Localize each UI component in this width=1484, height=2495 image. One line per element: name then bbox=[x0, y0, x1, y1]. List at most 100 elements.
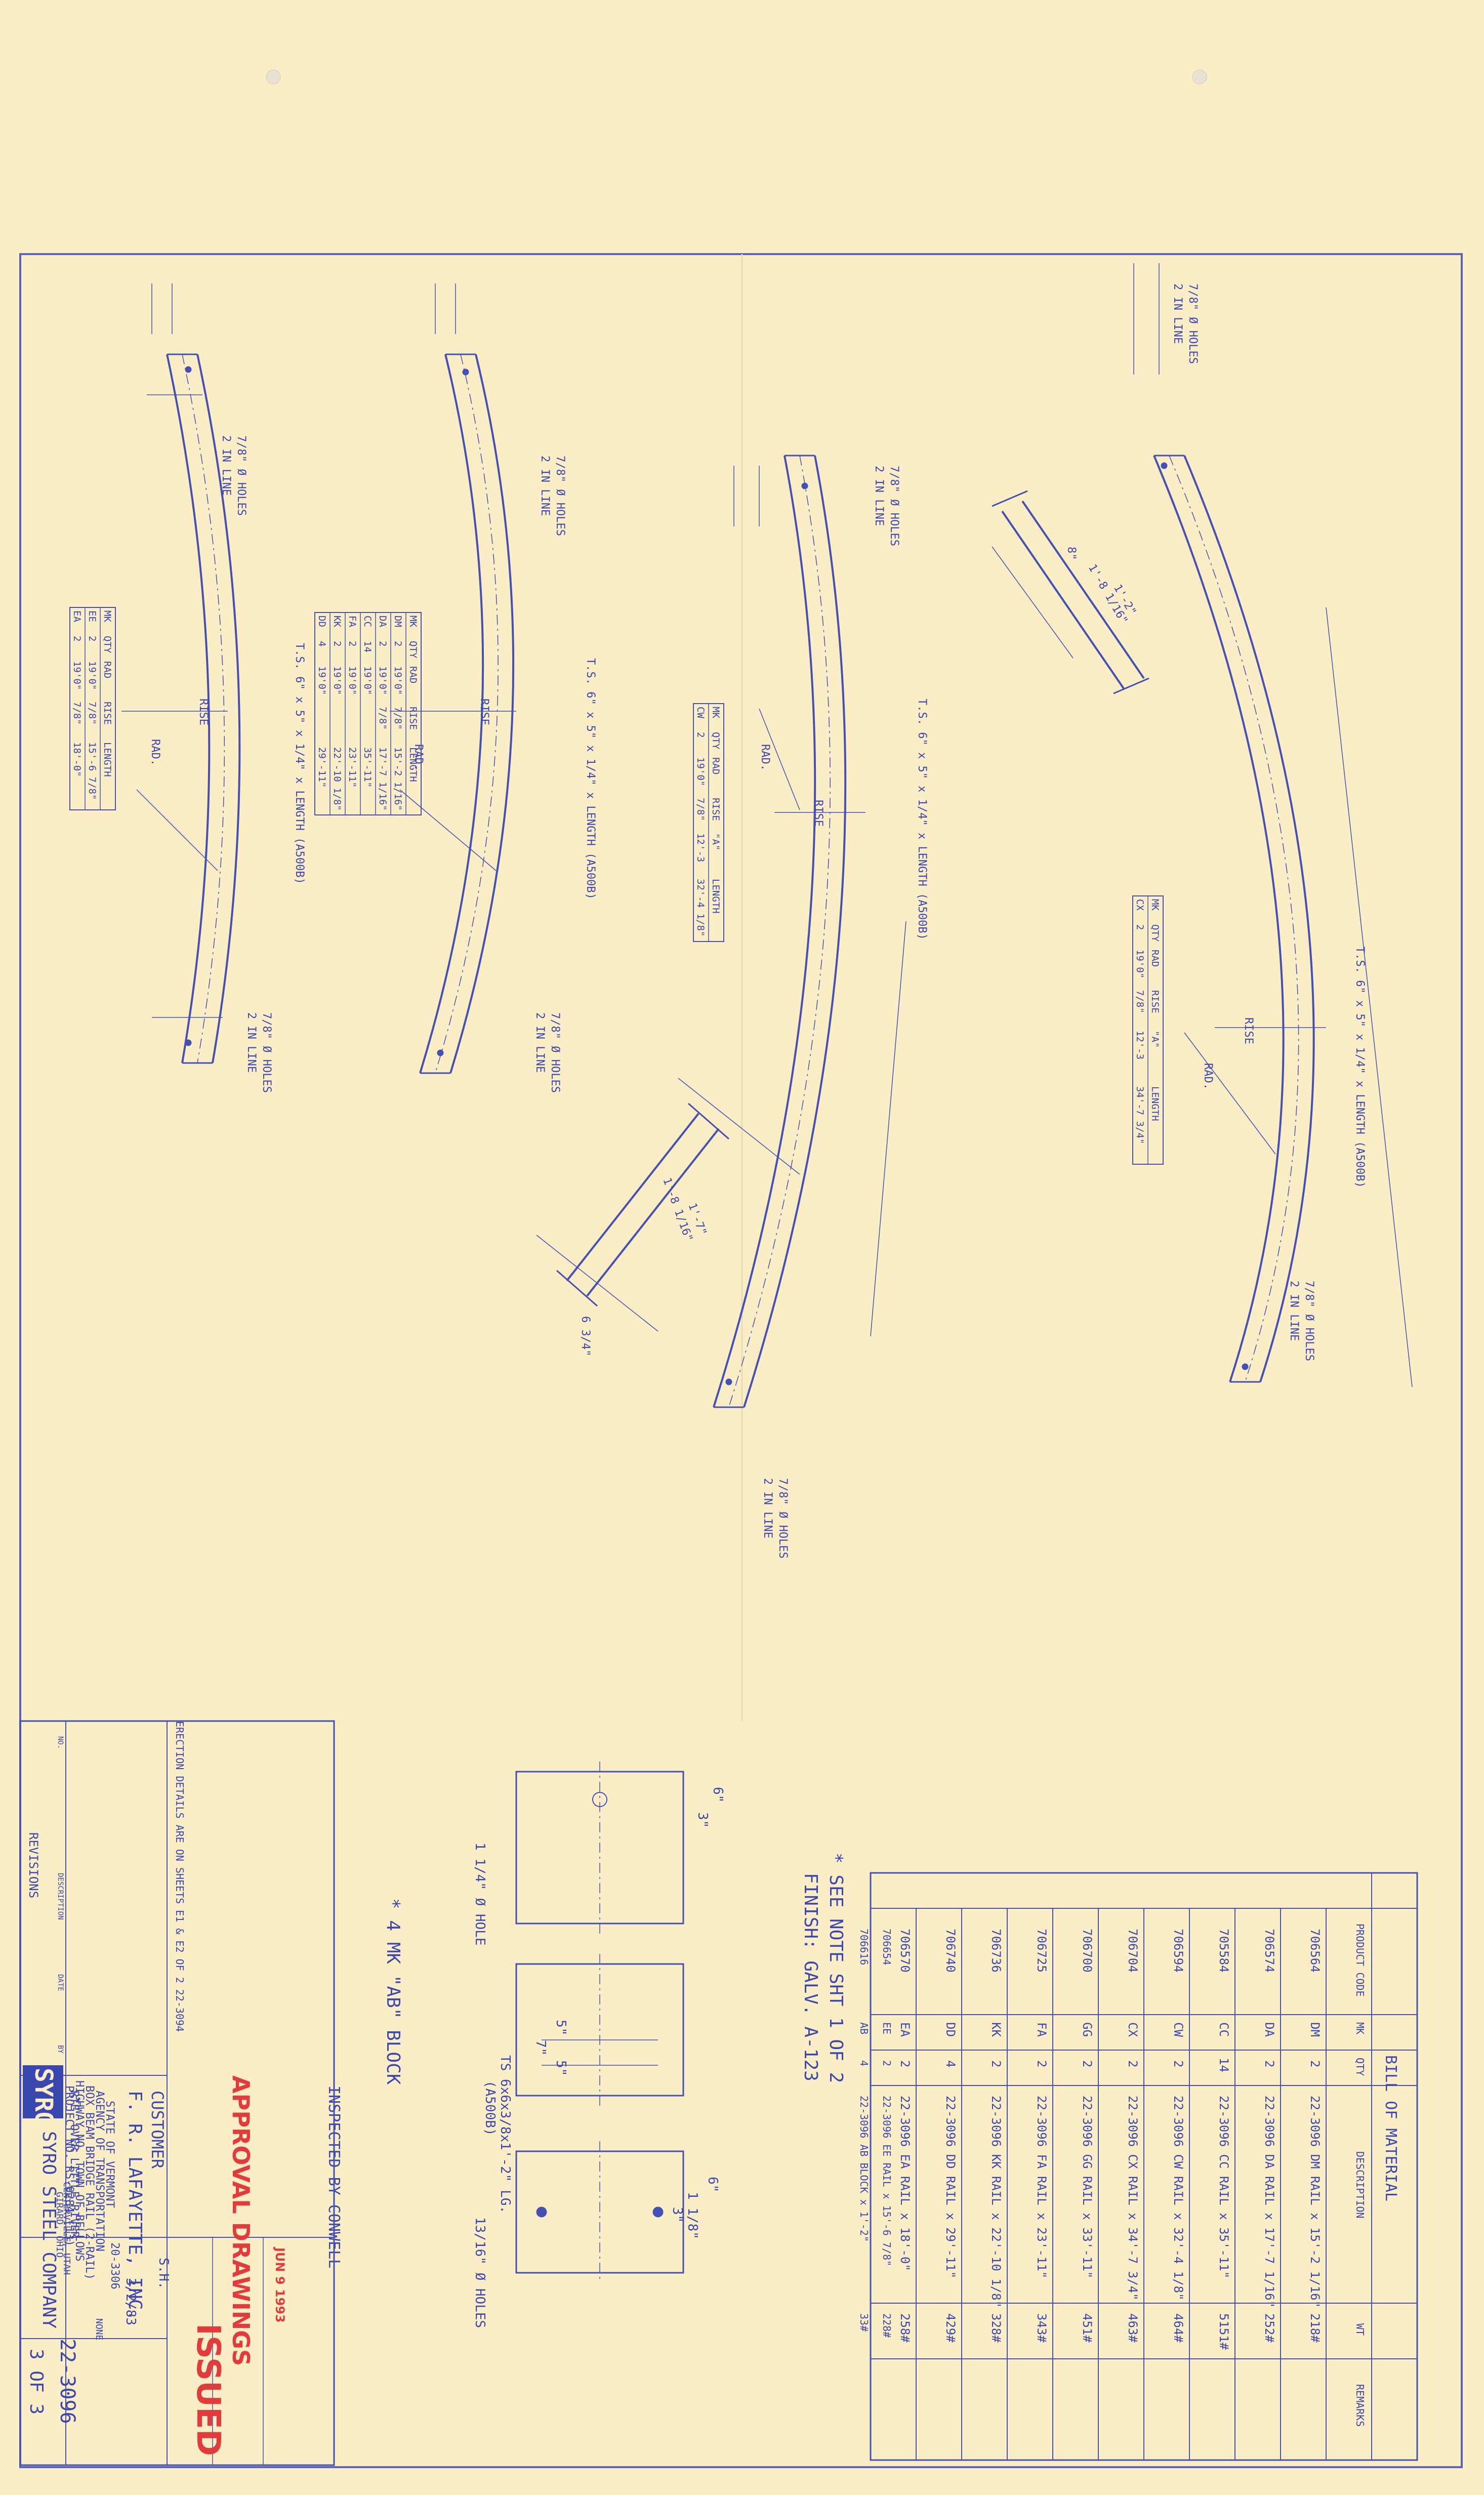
svg-text:"A": "A" bbox=[710, 833, 721, 850]
rad-label: RAD. bbox=[412, 744, 425, 771]
svg-text:PRODUCT CODE: PRODUCT CODE bbox=[1354, 1924, 1366, 1997]
svg-text:FA: FA bbox=[1035, 2022, 1049, 2037]
svg-text:218#: 218# bbox=[1308, 2313, 1322, 2343]
rise-label: RISE bbox=[197, 699, 210, 725]
svg-text:MK: MK bbox=[407, 616, 419, 627]
logo: SYRO bbox=[29, 2068, 58, 2126]
svg-text:RAD: RAD bbox=[102, 661, 113, 678]
punch-hole bbox=[266, 69, 281, 85]
svg-text:EA: EA bbox=[71, 610, 83, 622]
svg-text:19'0": 19'0" bbox=[71, 661, 83, 690]
svg-text:32'-4 1/8": 32'-4 1/8" bbox=[695, 879, 706, 936]
svg-text:EE: EE bbox=[881, 2022, 893, 2034]
rad-leader bbox=[136, 789, 218, 871]
svg-text:2: 2 bbox=[71, 636, 83, 641]
svg-text:AB: AB bbox=[858, 2022, 870, 2034]
svg-text:LENGTH: LENGTH bbox=[102, 742, 113, 777]
svg-text:33#: 33# bbox=[858, 2313, 870, 2332]
svg-text:MK: MK bbox=[710, 707, 721, 718]
svg-text:23'-11": 23'-11" bbox=[347, 747, 358, 788]
drawing-number: 22-3096 bbox=[56, 2339, 79, 2424]
svg-text:CX: CX bbox=[1134, 899, 1145, 911]
block-material: (A500B) bbox=[482, 2080, 498, 2136]
title-block bbox=[19, 1720, 335, 2466]
svg-text:LENGTH: LENGTH bbox=[407, 747, 419, 782]
rail-outline bbox=[166, 354, 211, 1064]
svg-text:2: 2 bbox=[377, 641, 388, 646]
rail-1-text: 7/8" Ø HOLES 2 IN LINE RISE RAD. 7/8" Ø … bbox=[149, 435, 306, 1093]
svg-text:2: 2 bbox=[1308, 2060, 1322, 2067]
svg-text:EE: EE bbox=[87, 610, 98, 622]
svg-text:22-3096 EA RAIL x 18'-0": 22-3096 EA RAIL x 18'-0" bbox=[898, 2096, 912, 2271]
svg-text:22-3096 DD RAIL x 29'-11": 22-3096 DD RAIL x 29'-11" bbox=[943, 2096, 958, 2278]
svg-text:7/8": 7/8" bbox=[87, 702, 98, 725]
approval-stamp: APPROVAL DRAWINGS bbox=[227, 2075, 255, 2366]
svg-text:22-3096 GG RAIL x 33'-11": 22-3096 GG RAIL x 33'-11" bbox=[1080, 2096, 1094, 2278]
svg-text:QTY: QTY bbox=[1149, 924, 1161, 942]
inline-label: 2 IN LINE bbox=[245, 1012, 258, 1073]
svg-text:19'0": 19'0" bbox=[347, 666, 358, 695]
table-row: 706700 bbox=[1080, 1929, 1094, 1973]
svg-text:19'0": 19'0" bbox=[316, 666, 327, 695]
rise-label: RISE bbox=[1242, 1017, 1255, 1044]
ts-label: T.S. 6" x 5" x 1/4" x LENGTH (A500B) bbox=[916, 699, 928, 940]
block-spec: TS 6x6x3/8x1'-2" LG. bbox=[498, 2055, 513, 2214]
svg-text:14: 14 bbox=[362, 641, 373, 652]
svg-text:19'0": 19'0" bbox=[695, 757, 706, 786]
svg-text:2: 2 bbox=[898, 2060, 912, 2067]
svg-text:22-3096 KK RAIL x 22'-10 1/8": 22-3096 KK RAIL x 22'-10 1/8" bbox=[989, 2096, 1003, 2308]
svg-text:2: 2 bbox=[1134, 924, 1145, 930]
stamps: APPROVAL DRAWINGS ISSUED JUN 9 1993 bbox=[189, 2075, 287, 2456]
svg-text:REMARKS: REMARKS bbox=[1354, 2384, 1366, 2427]
svg-text:252#: 252# bbox=[1262, 2313, 1276, 2343]
svg-text:463#: 463# bbox=[1126, 2313, 1140, 2343]
svg-text:CC: CC bbox=[1217, 2022, 1231, 2037]
rad-label: RAD. bbox=[1202, 1063, 1214, 1090]
block-detail-text: 1 1/4" Ø HOLE 13/16" Ø HOLES TS 6x6x3/8x… bbox=[472, 1787, 725, 2328]
svg-text:RAD: RAD bbox=[1149, 950, 1161, 967]
svg-text:"A": "A" bbox=[1149, 1031, 1161, 1048]
bom-rows: 706564 DM 2 22-3096 DM RAIL x 15'-2 1/16… bbox=[898, 1929, 1322, 2350]
svg-text:STATE OF VERMONT: STATE OF VERMONT bbox=[103, 2101, 116, 2208]
table-row: 706564 bbox=[1308, 1929, 1322, 1973]
svg-text:5": 5" bbox=[553, 2020, 568, 2035]
svg-text:3": 3" bbox=[670, 2207, 685, 2223]
table-row: 22-3096 AB BLOCK x 1'-2" bbox=[858, 2096, 870, 2242]
svg-text:RISE: RISE bbox=[102, 702, 113, 725]
bom-headers: PRODUCT CODE MK QTY DESCRIPTION WT REMAR… bbox=[1354, 1924, 1366, 2427]
block-note: * 4 MK "AB" BLOCK bbox=[383, 1898, 403, 2085]
svg-text:DESCRIPTION: DESCRIPTION bbox=[1354, 2151, 1366, 2218]
svg-text:BOX BEAM BRIDGE RAIL (2-RAIL): BOX BEAM BRIDGE RAIL (2-RAIL) bbox=[83, 2085, 96, 2280]
svg-text:29'-11": 29'-11" bbox=[316, 747, 327, 788]
svg-text:15'-6 7/8": 15'-6 7/8" bbox=[87, 742, 98, 800]
svg-text:LENGTH: LENGTH bbox=[710, 879, 721, 914]
table-row: 706574 bbox=[1262, 1929, 1276, 1973]
svg-text:RAD: RAD bbox=[710, 757, 721, 774]
inline-label: 2 IN LINE bbox=[1171, 283, 1184, 344]
title-block-text: SYRO SYRO STEEL COMPANY GIRARD, OHIO CEN… bbox=[26, 1736, 171, 2424]
svg-text:7/8": 7/8" bbox=[377, 707, 388, 730]
svg-text:19'0": 19'0" bbox=[362, 666, 373, 695]
svg-text:CENTERVILLE, UTAH: CENTERVILLE, UTAH bbox=[61, 2182, 72, 2275]
svg-text:1 1/8": 1 1/8" bbox=[685, 2192, 700, 2239]
table-row: 705584 bbox=[1217, 1929, 1231, 1973]
detail-dim: 8" bbox=[1065, 547, 1078, 560]
svg-text:DD: DD bbox=[943, 2022, 958, 2037]
svg-text:LENGTH: LENGTH bbox=[1149, 1086, 1161, 1121]
svg-text:22-3096 DA RAIL x 17'-7 1/16": 22-3096 DA RAIL x 17'-7 1/16" bbox=[1262, 2096, 1276, 2308]
rail-3-text: 7/8" Ø HOLES 2 IN LINE RISE RAD. T.S. 6"… bbox=[579, 466, 928, 1559]
holes-label: 7/8" Ø HOLES bbox=[1303, 1281, 1315, 1361]
svg-text:KK: KK bbox=[332, 616, 343, 627]
svg-text:GG: GG bbox=[1080, 2022, 1094, 2037]
sheet-number: 3 OF 3 bbox=[26, 2349, 47, 2415]
svg-text:2: 2 bbox=[695, 732, 706, 738]
block-detail bbox=[515, 1762, 684, 2283]
inline-label: 2 IN LINE bbox=[220, 435, 232, 496]
svg-text:429#: 429# bbox=[943, 2313, 958, 2343]
svg-text:RTE. OVER LITTLE RIVER: RTE. OVER LITTLE RIVER bbox=[68, 2091, 80, 2238]
holes-label: 7/8" Ø HOLES bbox=[554, 456, 566, 536]
stamp-date: JUN 9 1993 bbox=[273, 2246, 287, 2323]
svg-text:4: 4 bbox=[316, 641, 327, 646]
svg-text:5151#: 5151# bbox=[1217, 2313, 1231, 2350]
